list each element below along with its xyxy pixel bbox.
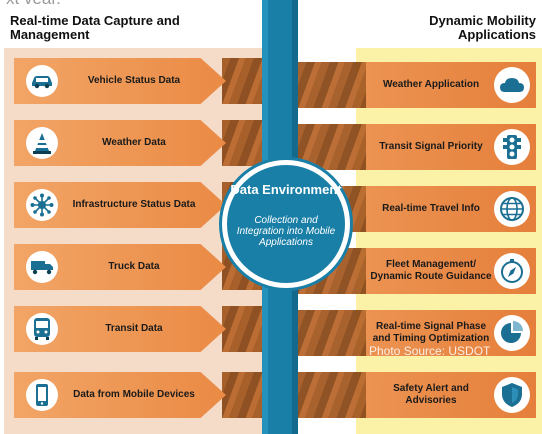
source-label: Weather Data — [102, 137, 166, 148]
flow-ribbon — [222, 120, 262, 166]
app-label: Weather Application — [382, 79, 480, 90]
data-environment-hub: Data Environment Collection and Integrat… — [222, 160, 350, 288]
app-safety-alert: Safety Alert and Advisories — [366, 372, 536, 418]
shield-icon — [494, 377, 530, 413]
app-label: Fleet Management/ Dynamic Route Guidance — [370, 259, 492, 282]
source-label: Infrastructure Status Data — [72, 199, 196, 210]
source-truck: Truck Data — [14, 244, 226, 290]
source-transit: Transit Data — [14, 306, 226, 352]
flow-ribbon — [298, 310, 366, 356]
flow-ribbon — [222, 58, 262, 104]
app-label: Safety Alert and Advisories — [393, 383, 469, 406]
app-label: Real-time Travel Info — [382, 203, 480, 214]
flow-ribbon — [222, 306, 262, 352]
source-label: Transit Data — [105, 323, 163, 334]
right-heading: Dynamic Mobility Applications — [429, 13, 536, 42]
compass-icon — [494, 253, 530, 289]
source-label: Vehicle Status Data — [87, 75, 181, 86]
cloud-icon — [494, 67, 530, 103]
pie-chart-icon — [494, 315, 530, 351]
bus-icon — [26, 313, 58, 345]
source-label: Data from Mobile Devices — [73, 389, 195, 400]
flow-ribbon — [298, 62, 366, 108]
applications-panel — [356, 48, 542, 434]
globe-icon — [494, 191, 530, 227]
app-signal-phase-timing: Real-time Signal Phase and Timing Optimi… — [366, 310, 536, 356]
source-vehicle-status: Vehicle Status Data — [14, 58, 226, 104]
flow-ribbon — [298, 372, 366, 418]
app-transit-signal-priority: Transit Signal Priority — [366, 124, 536, 170]
smartphone-icon — [26, 379, 58, 411]
traffic-cone-icon — [26, 127, 58, 159]
flow-ribbon — [222, 372, 262, 418]
source-mobile-devices: Data from Mobile Devices — [14, 372, 226, 418]
app-fleet-management: Fleet Management/ Dynamic Route Guidance — [366, 248, 536, 294]
data-capture-panel — [4, 48, 262, 434]
flow-ribbon — [298, 124, 366, 170]
left-heading: Real-time Data Capture and Management — [10, 13, 180, 42]
source-infrastructure-status: Infrastructure Status Data — [14, 182, 226, 228]
app-label: Transit Signal Priority — [379, 141, 483, 152]
app-label: Real-time Signal Phase and Timing Optimi… — [372, 321, 490, 344]
source-label: Truck Data — [108, 261, 160, 272]
source-weather: Weather Data — [14, 120, 226, 166]
truck-icon — [26, 251, 58, 283]
hub-title: Data Environment — [230, 182, 342, 197]
photo-credit: Photo Source: USDOT — [369, 344, 491, 358]
car-icon — [26, 65, 58, 97]
overflow-text: xt vear. — [6, 0, 61, 9]
hub-subtitle: Collection and Integration into Mobile A… — [236, 215, 336, 248]
traffic-light-icon — [494, 129, 530, 165]
network-hub-icon — [26, 189, 58, 221]
app-realtime-travel-info: Real-time Travel Info — [366, 186, 536, 232]
app-weather: Weather Application — [366, 62, 536, 108]
